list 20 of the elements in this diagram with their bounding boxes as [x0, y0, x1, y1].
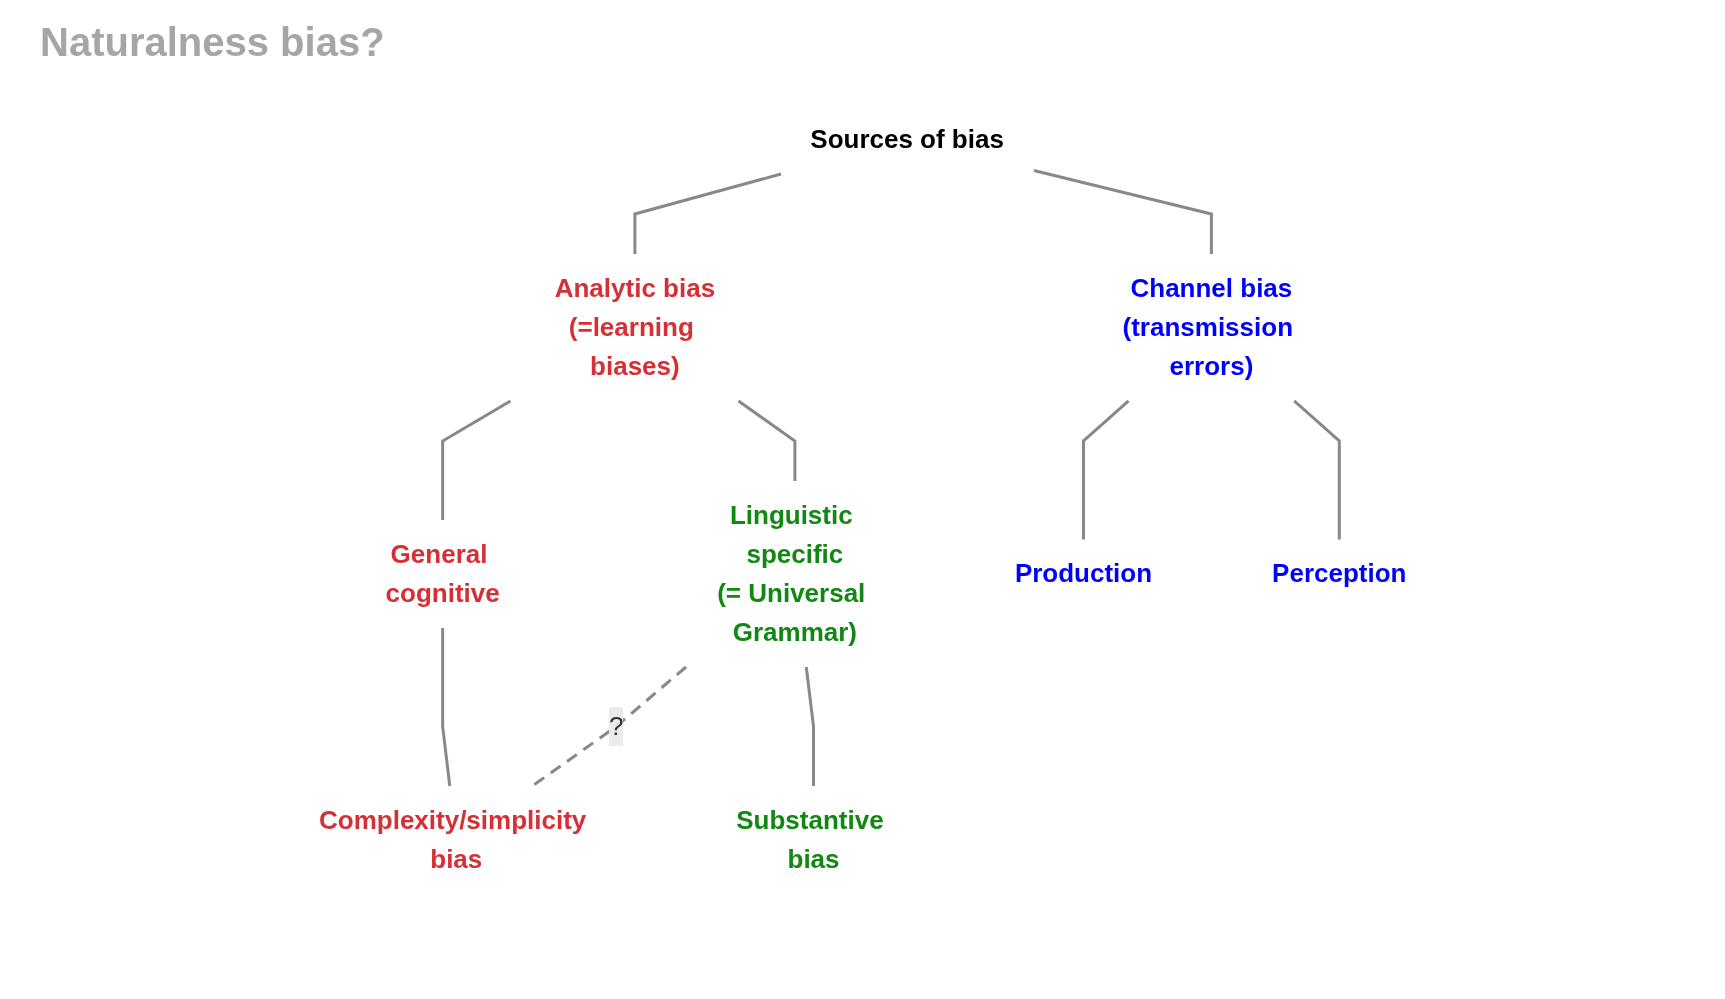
- edge-label: ?: [608, 710, 624, 741]
- annotation-text: Naturalness bias?: [40, 20, 385, 65]
- connector: [440, 399, 511, 520]
- connector: [531, 665, 687, 788]
- connector: [1292, 399, 1341, 540]
- connector: [633, 172, 782, 254]
- connector: [1081, 399, 1130, 540]
- node-text: Production: [1014, 558, 1152, 589]
- node-text: Channel bias (transmission errors): [1122, 273, 1293, 381]
- node-text: Analytic bias (=learning biases): [554, 273, 715, 381]
- connector: [804, 666, 815, 786]
- node-text: Substantive bias: [735, 804, 884, 874]
- node-text: Perception: [1271, 558, 1407, 589]
- connector: [1033, 169, 1213, 254]
- node-text: Complexity/simplicity bias: [318, 804, 587, 874]
- connector: [737, 399, 797, 481]
- node-text: Sources of bias: [810, 124, 1004, 154]
- node-text: Linguistic specific (= Universal Grammar): [716, 499, 866, 647]
- node-text: General cognitive: [385, 538, 500, 608]
- connector: [440, 628, 452, 787]
